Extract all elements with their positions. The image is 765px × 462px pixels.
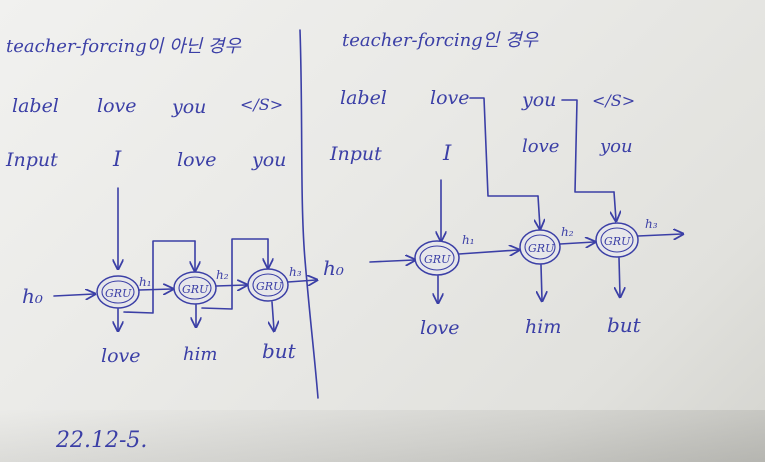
right-gru-cell-1: GRU xyxy=(414,240,460,276)
left-input-token-2: love xyxy=(177,149,217,171)
left-gru-label-1: GRU xyxy=(105,287,132,300)
left-output-3: but xyxy=(262,339,297,363)
right-input-token-1: I xyxy=(442,141,452,165)
right-label-line-2 xyxy=(561,99,615,193)
right-h3-arrow xyxy=(637,234,682,236)
left-label-token-2: you xyxy=(171,96,206,118)
left-input-header: Input xyxy=(5,149,58,171)
left-label-header: label xyxy=(12,95,59,117)
right-input-token-2: love xyxy=(522,136,559,157)
right-label-token-3: </S> xyxy=(592,91,635,110)
right-label-header: label xyxy=(340,87,387,109)
left-h2-label: h₂ xyxy=(216,268,229,282)
right-h3-label: h₃ xyxy=(645,217,658,231)
left-h1-arrow xyxy=(138,289,172,290)
right-label-line-1 xyxy=(469,97,539,197)
right-label-token-1: love xyxy=(430,87,470,109)
left-initial-state: h₀ xyxy=(22,284,43,308)
left-h0-arrow xyxy=(53,294,94,296)
date-note: 22.12-5. xyxy=(55,428,147,453)
left-h2-arrow xyxy=(215,285,246,286)
left-gru-label-3: GRU xyxy=(256,280,283,293)
right-output-1: love xyxy=(420,317,460,339)
right-gru-cell-2: GRU xyxy=(519,229,561,265)
right-label-line-1-down xyxy=(538,195,540,228)
right-label-line-2-down xyxy=(614,191,616,220)
right-h2-label: h₂ xyxy=(561,225,574,239)
left-output-2: him xyxy=(183,344,217,365)
right-output-2: him xyxy=(525,316,561,338)
right-gru-label-2: GRU xyxy=(528,242,555,255)
left-feedback-1 xyxy=(123,240,196,314)
left-title: teacher-forcing이 아닌 경우 xyxy=(6,36,242,57)
page-divider xyxy=(299,29,319,399)
left-feedback-2 xyxy=(201,238,269,310)
left-gru-cell-2: GRU xyxy=(173,271,217,305)
right-h0-arrow xyxy=(369,260,414,262)
left-gru-cell-3: GRU xyxy=(247,268,289,302)
right-initial-state: h₀ xyxy=(323,256,344,280)
left-input-token-1: I xyxy=(112,147,122,171)
left-output-1: love xyxy=(101,345,141,367)
right-gru-cell-3: GRU xyxy=(595,222,639,258)
left-h3-label: h₃ xyxy=(289,265,302,279)
right-title: teacher-forcing인 경우 xyxy=(342,30,540,51)
left-h3-arrow xyxy=(287,280,316,282)
left-gru-cell-1: GRU xyxy=(96,275,140,309)
left-output-arrow-3 xyxy=(272,301,274,330)
right-output-arrow-3 xyxy=(619,257,620,296)
right-input-header: Input xyxy=(329,143,382,165)
left-label-token-1: love xyxy=(97,95,137,117)
right-label-token-2: you xyxy=(521,89,556,111)
right-output-arrow-2 xyxy=(541,264,542,300)
right-gru-label-3: GRU xyxy=(604,235,631,248)
right-h2-arrow xyxy=(559,242,594,244)
right-gru-label-1: GRU xyxy=(424,253,451,266)
left-gru-label-2: GRU xyxy=(182,283,209,296)
left-h1-label: h₁ xyxy=(139,275,152,289)
right-h1-arrow xyxy=(458,250,518,254)
left-input-token-3: you xyxy=(251,149,286,171)
paper-edge-shadow xyxy=(0,410,765,462)
right-h1-label: h₁ xyxy=(462,233,475,247)
right-output-3: but xyxy=(607,313,642,337)
left-label-token-3: </S> xyxy=(240,95,283,114)
right-input-token-3: you xyxy=(599,136,633,157)
